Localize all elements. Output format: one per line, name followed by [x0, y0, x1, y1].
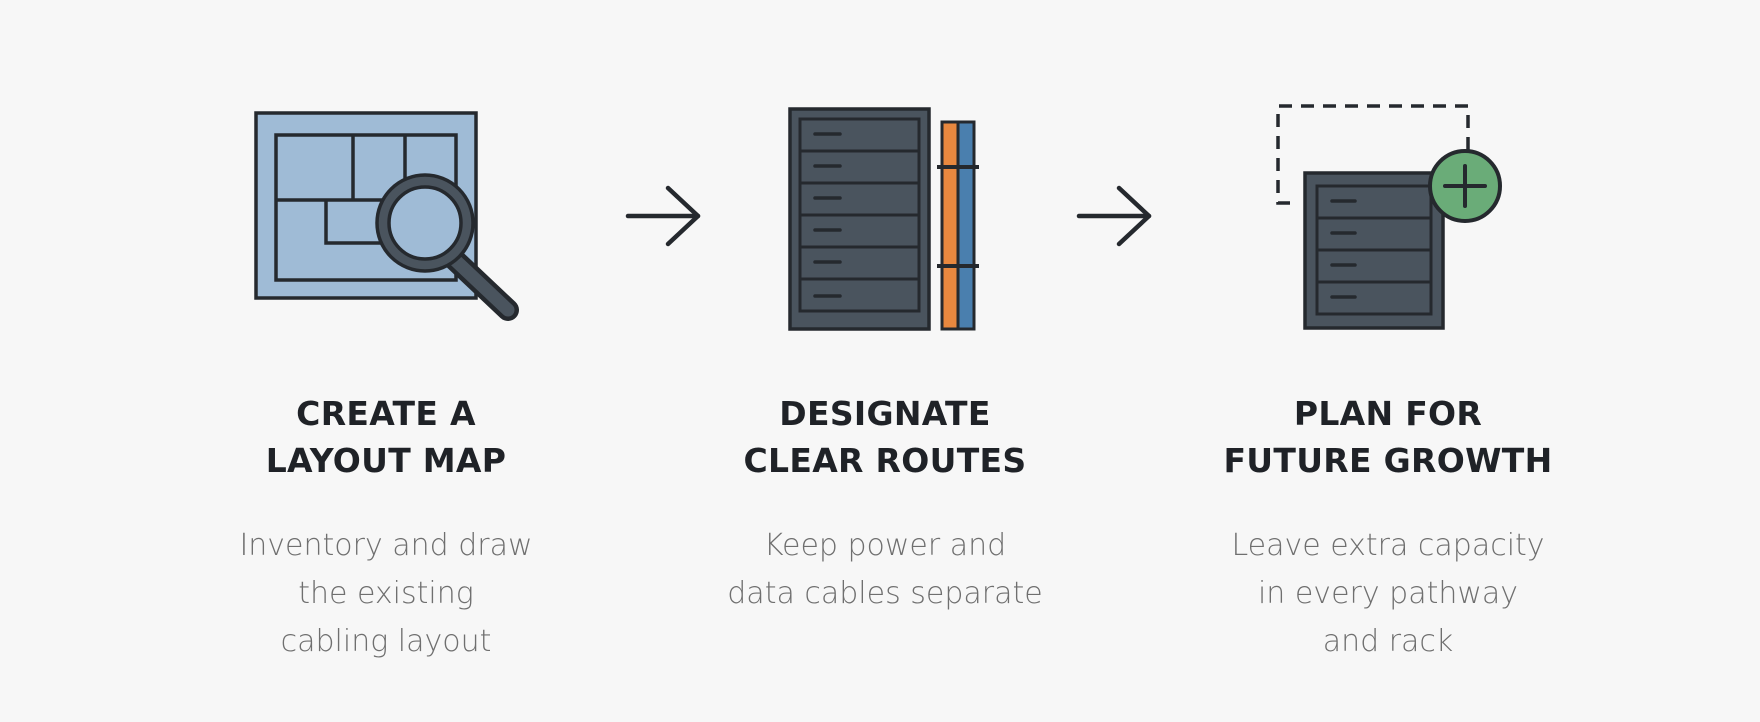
title-line: LAYOUT MAP — [265, 441, 507, 480]
step-1-title: CREATE A LAYOUT MAP — [176, 390, 596, 484]
arrow-right-icon — [1076, 185, 1152, 247]
description-line: Leave extra capacity — [1231, 528, 1545, 563]
title-line: DESIGNATE — [779, 394, 991, 433]
step-2-description: Keep power and data cables separate — [675, 522, 1095, 618]
description-line: cabling layout — [280, 624, 492, 659]
arrow-right-icon — [625, 185, 701, 247]
description-line: data cables separate — [727, 576, 1043, 611]
step-3-title: PLAN FOR FUTURE GROWTH — [1178, 390, 1598, 484]
description-line: and rack — [1322, 624, 1454, 659]
step-2-title: DESIGNATE CLEAR ROUTES — [675, 390, 1095, 484]
title-line: FUTURE GROWTH — [1223, 441, 1553, 480]
server-rack-cables-icon — [788, 107, 979, 331]
description-line: Inventory and draw — [239, 528, 533, 563]
title-line: CLEAR ROUTES — [743, 441, 1027, 480]
rack-expansion-plus-icon — [1276, 104, 1502, 330]
step-3-description: Leave extra capacity in every pathway an… — [1178, 522, 1598, 666]
title-line: CREATE A — [296, 394, 476, 433]
description-line: in every pathway — [1257, 576, 1519, 611]
description-line: the existing — [298, 576, 474, 611]
description-line: Keep power and — [763, 528, 1007, 563]
title-line: PLAN FOR — [1293, 394, 1483, 433]
layout-map-magnifier-icon — [254, 111, 519, 321]
step-1-description: Inventory and draw the existing cabling … — [176, 522, 596, 666]
